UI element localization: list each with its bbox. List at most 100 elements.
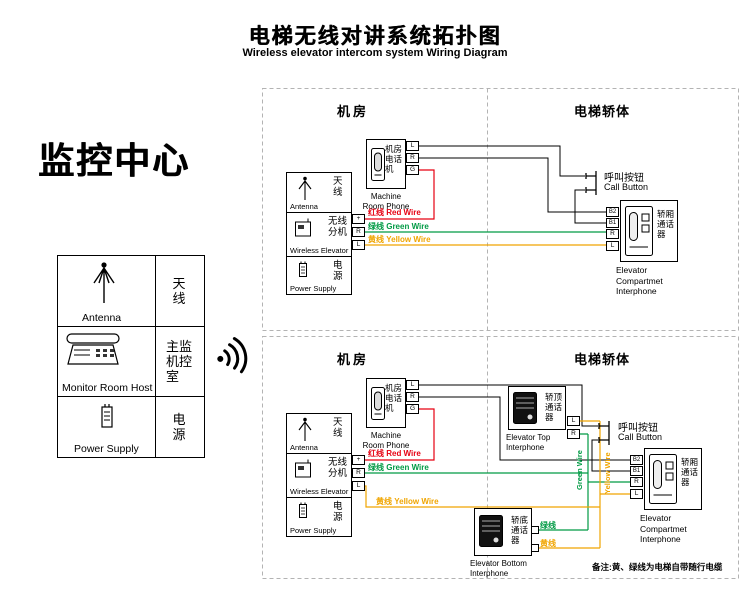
- page-subtitle: Wireless elevator intercom system Wiring…: [242, 47, 508, 59]
- elevator-top-interphone-box: 轿顶通话器: [508, 386, 566, 430]
- elevator-bottom-interphone-label-en: Elevator Bottom Interphone: [470, 559, 527, 578]
- wire-black-callbutton-to-b1-bottom: [591, 439, 630, 472]
- elevator-bottom-interphone-box: 轿底通话器: [474, 508, 532, 556]
- yellow-wire-vertical-label: Yellow Wire: [603, 452, 612, 494]
- yellow-wire-label-top: 黄线 Yellow Wire: [368, 235, 431, 244]
- monitor-antenna-row: 天线 Antenna: [58, 256, 204, 327]
- terminal-B1: B1: [606, 218, 619, 228]
- green-wire-vertical-label: Green Wire: [575, 450, 584, 490]
- wireless-extension-icon: [295, 459, 311, 478]
- machine-room-phone-box-bottom: 机房电话机: [366, 378, 406, 428]
- monitor-power-label-zh: 电源: [155, 396, 204, 458]
- monitor-center-heading: 监控中心: [38, 140, 191, 181]
- wireless-extension-cell-bottom: 无线分机 Wireless Elevator: [286, 453, 352, 498]
- terminal-R: R: [352, 468, 365, 478]
- wireless-extension-label-en: Wireless Elevator: [290, 487, 349, 496]
- page-title: 电梯无线对讲系统拓扑图: [248, 25, 502, 48]
- antenna-label-zh: 天线: [333, 176, 343, 198]
- terminal-plus: +: [352, 455, 365, 465]
- antenna-icon: [298, 176, 312, 200]
- wireless-extension-icon: [295, 218, 311, 237]
- terminal-G: G: [406, 165, 419, 175]
- power-cell-bottom: 电源 Power Supply: [286, 497, 352, 537]
- wall-phone-icon: [371, 148, 385, 181]
- compartment-interphone-label-en: Elevator Compartmet Interphone: [640, 513, 687, 544]
- wire-yellow-bottom: [360, 420, 630, 549]
- terminal-R: R: [567, 429, 580, 439]
- terminal-L: L: [567, 416, 580, 426]
- call-button-icon: [585, 171, 597, 195]
- terminal-R: R: [352, 227, 365, 237]
- section-machine-room-top: 机房: [337, 104, 370, 119]
- power-cell-top: 电源 Power Supply: [286, 256, 352, 295]
- interphone-handset-icon: [625, 206, 653, 256]
- wireless-extension-cell-top: 无线分机 Wireless Elevator: [286, 212, 352, 257]
- terminal-L: L: [606, 241, 619, 251]
- yellow-wire-short-label: 黄线: [540, 539, 556, 548]
- terminal-B2: B2: [630, 455, 643, 465]
- wire-red-bottom: [364, 408, 435, 461]
- monitor-host-label-en: Monitor Room Host: [62, 382, 153, 394]
- monitor-antenna-label-zh: 天线: [155, 256, 204, 326]
- elevator-top-interphone-label-zh: 轿顶通话器: [545, 392, 563, 422]
- speaker-icon: [479, 515, 503, 547]
- wire-black-phone-to-callbutton-bottom: [412, 384, 598, 427]
- power-label-en: Power Supply: [290, 526, 337, 535]
- terminal-R: R: [406, 153, 419, 163]
- terminal-L: L: [406, 141, 419, 151]
- call-button-label-en: Call Button: [604, 182, 649, 192]
- power-label-zh: 电源: [333, 260, 343, 282]
- terminal-B1: B1: [630, 466, 643, 476]
- monitor-power-label-en: Power Supply: [74, 443, 139, 455]
- call-button-label-en: Call Button: [618, 432, 663, 442]
- wireless-extension-label-zh: 无线分机: [328, 216, 348, 238]
- dashed-frame-top: [262, 88, 739, 331]
- wire-green-bottom: [364, 433, 630, 531]
- antenna-label-zh: 天线: [333, 417, 343, 439]
- power-supply-icon: [299, 261, 307, 277]
- compartment-interphone-label-zh: 轿厢通话器: [657, 209, 675, 239]
- terminal-R: R: [406, 392, 419, 402]
- terminal-L: L: [352, 240, 365, 250]
- desk-phone-icon: [66, 333, 120, 365]
- terminal-L: L: [352, 481, 365, 491]
- terminal-R: R: [630, 477, 643, 487]
- terminal-B2: B2: [606, 207, 619, 217]
- wire-black-phone-to-callbutton-top: [412, 145, 585, 177]
- section-elevator-body-top: 电梯轿体: [574, 104, 631, 119]
- footnote: 备注:黄、绿线为电梯自带随行电缆: [592, 562, 723, 572]
- power-label-zh: 电源: [333, 501, 343, 523]
- wireless-extension-label-zh: 无线分机: [328, 457, 348, 479]
- monitor-host-label-zh: 主监机控室: [155, 326, 204, 396]
- power-label-en: Power Supply: [290, 284, 337, 293]
- antenna-icon: [298, 417, 312, 441]
- compartment-interphone-label-en: Elevator Compartmet Interphone: [616, 265, 663, 296]
- elevator-top-interphone-label-en: Elevator Top Interphone: [506, 433, 551, 452]
- power-supply-icon: [101, 404, 113, 428]
- section-machine-room-bottom: 机房: [337, 352, 370, 367]
- compartment-interphone-box-top: 轿厢通话器: [620, 200, 678, 262]
- terminal-L: L: [406, 380, 419, 390]
- monitor-antenna-label-en: Antenna: [82, 312, 122, 324]
- machine-room-phone-box-top: 机房电话机: [366, 139, 406, 189]
- wire-black-phone-to-b2-top: [412, 157, 606, 213]
- terminal-L: L: [630, 489, 643, 499]
- elevator-bottom-interphone-label-zh: 轿底通话器: [511, 515, 529, 545]
- call-button-label-zh: 呼叫按钮: [618, 423, 658, 434]
- terminal-yellow: [531, 544, 539, 552]
- power-supply-icon: [299, 502, 307, 518]
- dashed-frame-bottom: [262, 336, 739, 579]
- green-wire-short-label: 绿线: [540, 521, 556, 530]
- wireless-extension-label-en: Wireless Elevator: [290, 246, 349, 255]
- machine-room-phone-label-en: Machine Room Phone: [362, 431, 410, 450]
- interphone-handset-icon: [649, 454, 677, 504]
- yellow-wire-label-bottom: 黄线 Yellow Wire: [376, 497, 439, 506]
- wire-black-callbutton-to-b1-top: [574, 189, 606, 224]
- antenna-cell-top: 天线 Antenna: [286, 172, 352, 213]
- terminal-green: [531, 526, 539, 534]
- compartment-interphone-box-bottom: 轿厢通话器: [644, 448, 702, 510]
- wire-black-phone-to-b2-bottom: [412, 396, 630, 461]
- compartment-interphone-label-zh: 轿厢通话器: [681, 457, 699, 487]
- call-button-label-zh: 呼叫按钮: [604, 173, 644, 184]
